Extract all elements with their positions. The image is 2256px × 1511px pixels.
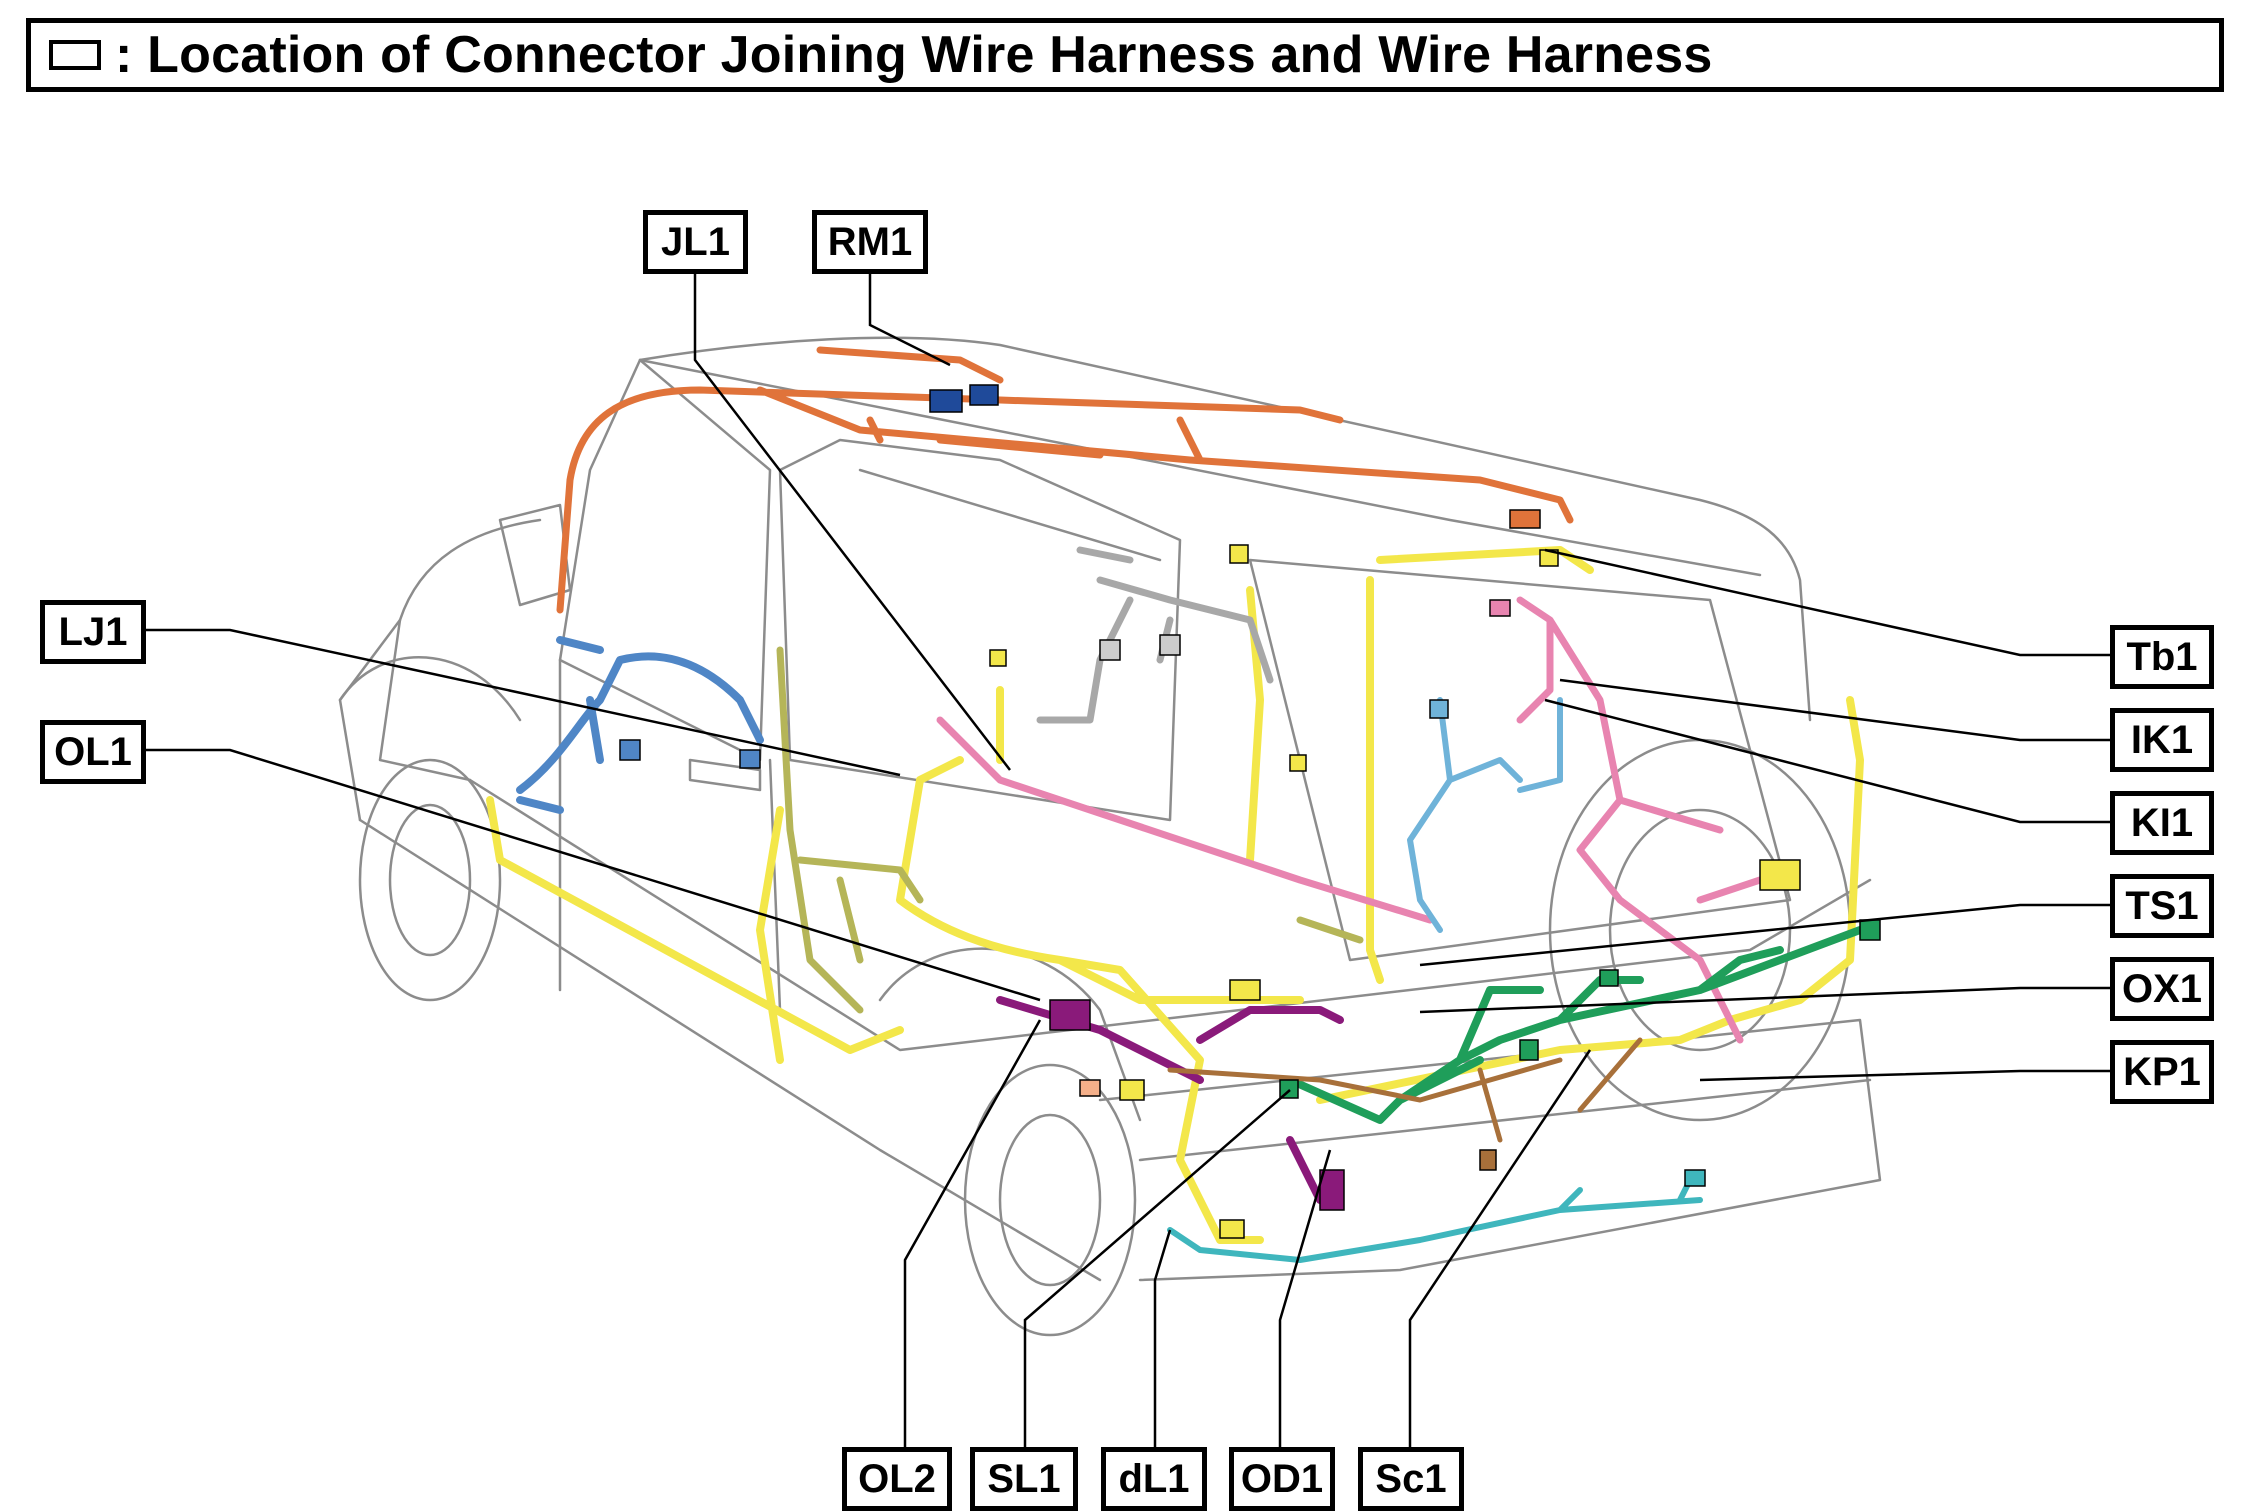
leader-ox1 bbox=[1419, 986, 2110, 1014]
teal-harness bbox=[1167, 1177, 1703, 1263]
label-ox1: OX1 bbox=[2110, 957, 2214, 1021]
label-ik1: IK1 bbox=[2110, 708, 2214, 772]
roof-harness bbox=[556, 346, 1574, 614]
leader-jl1 bbox=[693, 272, 1011, 771]
vehicle-outline bbox=[338, 336, 1882, 1337]
green-harness bbox=[1286, 926, 1864, 1124]
brown-harness bbox=[1167, 1037, 1643, 1143]
leader-ol1 bbox=[145, 748, 1041, 1002]
leader-sl1 bbox=[1023, 1089, 1291, 1450]
leader-sc1 bbox=[1408, 1049, 1592, 1450]
label-lj1: LJ1 bbox=[40, 600, 146, 664]
leader-ts1 bbox=[1419, 903, 2110, 967]
leader-dl1 bbox=[1153, 1229, 1172, 1450]
title-bar: : Location of Connector Joining Wire Har… bbox=[26, 18, 2224, 92]
label-ki1: KI1 bbox=[2110, 791, 2214, 855]
leader-od1 bbox=[1278, 1149, 1332, 1450]
gray-harness bbox=[1036, 546, 1274, 724]
label-od1: OD1 bbox=[1229, 1447, 1335, 1511]
leader-ki1 bbox=[1544, 698, 2110, 824]
label-sl1: SL1 bbox=[970, 1447, 1078, 1511]
label-ol2: OL2 bbox=[842, 1447, 952, 1511]
label-jl1: JL1 bbox=[643, 210, 748, 274]
label-dl1: dL1 bbox=[1101, 1447, 1207, 1511]
label-ol1: OL1 bbox=[40, 720, 146, 784]
pink-harness bbox=[936, 596, 1764, 1044]
leader-lj1 bbox=[145, 628, 901, 777]
label-kp1: KP1 bbox=[2110, 1040, 2214, 1104]
label-ts1: TS1 bbox=[2110, 874, 2214, 938]
leader-lines bbox=[145, 272, 2110, 1450]
connector-blocks bbox=[619, 384, 1881, 1239]
page-title: : Location of Connector Joining Wire Har… bbox=[115, 26, 1713, 84]
leader-ik1 bbox=[1559, 678, 2110, 742]
front-left-harness bbox=[516, 636, 764, 814]
leader-rm1 bbox=[868, 272, 951, 367]
leader-tb1 bbox=[1544, 548, 2110, 657]
label-rm1: RM1 bbox=[812, 210, 928, 274]
leader-kp1 bbox=[1699, 1069, 2110, 1082]
olive-harness bbox=[776, 646, 1364, 1014]
light-blue-harness bbox=[1407, 697, 1563, 933]
leader-ol2 bbox=[903, 1019, 1042, 1450]
floor-harness bbox=[486, 546, 1864, 1244]
label-tb1: Tb1 bbox=[2110, 625, 2214, 689]
connector-box-icon bbox=[49, 40, 101, 70]
label-sc1: Sc1 bbox=[1358, 1447, 1464, 1511]
